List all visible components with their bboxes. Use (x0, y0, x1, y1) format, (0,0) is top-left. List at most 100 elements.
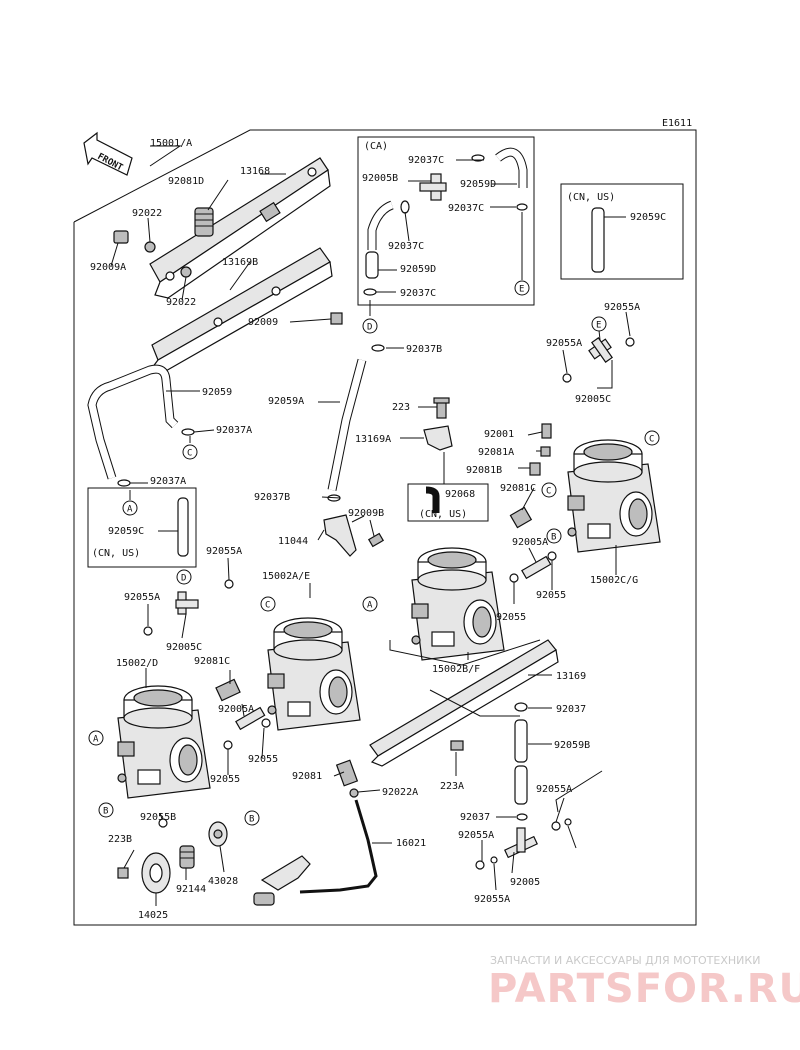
oring-92055a6-part (564, 818, 572, 826)
label-p92055a4: 92055A (124, 592, 160, 603)
ref-marker-a: A (362, 596, 378, 612)
label-p92144: 92144 (176, 884, 206, 895)
ref-letter: C (187, 449, 192, 459)
washer-92022-part (144, 241, 156, 253)
fitting-92005c-left-part (175, 591, 199, 615)
fitting-92005c-right-part (588, 337, 613, 363)
label-p223: 223 (392, 402, 410, 413)
bracket-11044-part (323, 514, 357, 557)
label-p92059a: 92059A (268, 396, 304, 407)
oring-92055a5-part (551, 821, 561, 831)
ref-letter: D (181, 574, 186, 584)
cable-16021-part (299, 799, 378, 894)
label-p92081a: 92081A (478, 447, 514, 458)
label-p92037b1: 92037B (406, 344, 442, 355)
ref-marker-a: A (88, 730, 104, 746)
oring-92055a3-part (224, 579, 234, 589)
screw-92009b-part (367, 532, 385, 548)
label-p92081b: 92081B (466, 465, 502, 476)
spring-92081c-part (509, 506, 533, 529)
screw-92009-part (330, 312, 343, 325)
watermark-line1: ЗАПЧАСТИ И АКСЕССУАРЫ ДЛЯ МОТОТЕХНИКИ (490, 954, 760, 967)
ref-letter: D (367, 323, 372, 333)
label-p43028: 43028 (208, 876, 238, 887)
ref-letter: B (103, 807, 108, 817)
ref-marker-c: C (260, 596, 276, 612)
oring-92055a-part (625, 337, 635, 347)
label-p13168: 13168 (240, 166, 270, 177)
oring-92055b-part (158, 818, 168, 828)
screw-223a-part (450, 740, 464, 751)
oring-92055a4-part (143, 626, 153, 636)
label-p14025: 14025 (138, 910, 168, 921)
label-p92055_3: 92055 (248, 754, 278, 765)
carburetor-assemblies (117, 439, 661, 799)
ref-marker-b: B (98, 802, 114, 818)
spring-92081b-part (529, 462, 541, 476)
label-p92068: 92068 (445, 489, 475, 500)
label-p92055_1: 92055 (536, 590, 566, 601)
clamp-92037a-part (181, 428, 195, 436)
label-p16021: 16021 (396, 838, 426, 849)
label-p92005c1: 92005C (575, 394, 611, 405)
label-p92037c4: 92037C (400, 288, 436, 299)
clamp-92037a2-part (117, 479, 131, 487)
fitting-92005-part (504, 827, 538, 859)
oring-92055-left2-part (261, 718, 271, 728)
bracket-13169a-part (423, 425, 453, 451)
oring-92055-left-part (223, 740, 233, 750)
label-p92037c3: 92037C (388, 241, 424, 252)
carb-15002d-part (117, 685, 211, 799)
oring-92055a2-part (562, 373, 572, 383)
label-p13169a: 13169A (355, 434, 391, 445)
label-p92081c2: 92081C (194, 656, 230, 667)
label-p92059c1: 92059C (108, 526, 144, 537)
clamp-92037b-part (371, 344, 385, 352)
ref-marker-c: C (182, 444, 198, 460)
diagram-frame (73, 129, 697, 926)
ref-letter: A (93, 735, 99, 745)
label-p92055a5: 92055A (458, 830, 494, 841)
label-p92037c1: 92037C (408, 155, 444, 166)
bracket-13169b-part (151, 247, 333, 373)
label-p92009: 92009 (248, 317, 278, 328)
ref-marker-e: E (514, 280, 530, 296)
spring-92081d-part (194, 207, 214, 237)
cable-bracket-part (253, 855, 311, 906)
label-p92055b: 92055B (140, 812, 176, 823)
ca-inset-label: (CA) (364, 141, 388, 152)
label-p92059: 92059 (202, 387, 232, 398)
oring-92055-right2-part (547, 551, 557, 561)
hose-92059d3-part (365, 251, 379, 279)
watermark-logo: PARTSFOR.RU (488, 966, 800, 1012)
clamp-92037c2-part (400, 200, 410, 214)
spring-92081-part (335, 759, 359, 787)
ref-letter: C (265, 601, 270, 611)
label-p92055a7: 92055A (474, 894, 510, 905)
diagram-code: E1611 (662, 118, 692, 129)
label-cnus1: (CN, US) (92, 548, 140, 559)
label-p15002bf: 15002B/F (432, 664, 480, 675)
ca-inset-box (357, 136, 535, 306)
label-cnus3: (CN, US) (419, 509, 467, 520)
label-p92059c2: 92059C (630, 212, 666, 223)
carb-15002cg-part (567, 439, 661, 553)
fitting-92005a-left-part (235, 706, 266, 731)
hose-92059c-part (591, 207, 605, 273)
cnus-inset-label: (CN, US) (567, 192, 615, 203)
fuel-rail-13169-part (369, 639, 559, 767)
ref-letter: A (367, 601, 373, 611)
label-p92081c1: 92081C (500, 483, 536, 494)
ref-letter: E (596, 321, 601, 331)
bracket-13168-part (149, 157, 331, 299)
screw-223-part (433, 397, 450, 419)
ref-marker-c: C (541, 482, 557, 498)
hose-92068-part (425, 486, 440, 513)
ref-letter: C (649, 435, 654, 445)
label-p92009b: 92009B (348, 508, 384, 519)
oring-92055a7-part (475, 860, 485, 870)
hose-92059c-left-part (177, 497, 189, 557)
label-p92022b: 92022 (166, 297, 196, 308)
